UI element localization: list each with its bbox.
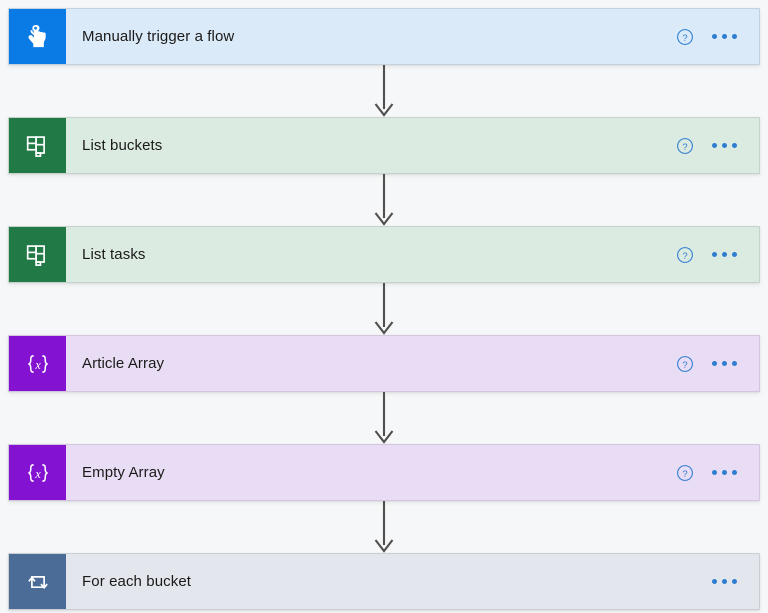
more-options-icon[interactable] <box>710 246 739 263</box>
svg-text:?: ? <box>682 141 687 152</box>
svg-text:?: ? <box>682 32 687 43</box>
connector-5 <box>369 501 399 553</box>
flow-step-card[interactable]: For each bucket <box>8 553 760 610</box>
flow-step-actions: ? <box>676 445 759 500</box>
flow-step-card[interactable]: x Empty Array ? <box>8 444 760 501</box>
flow-step-title: Article Array <box>82 355 165 372</box>
svg-text:?: ? <box>682 468 687 479</box>
svg-text:?: ? <box>682 250 687 261</box>
flow-step-actions: ? <box>676 227 759 282</box>
flow-step-title: Manually trigger a flow <box>82 28 235 45</box>
flow-step-actions <box>710 554 759 609</box>
connector-3 <box>369 283 399 335</box>
help-question-icon[interactable]: ? <box>676 246 694 264</box>
flow-step-card[interactable]: x Article Array ? <box>8 335 760 392</box>
connector-4 <box>369 392 399 444</box>
more-options-icon[interactable] <box>710 573 739 590</box>
loop-repeat-icon <box>9 554 66 609</box>
flow-step-title: List tasks <box>82 246 146 263</box>
more-options-icon[interactable] <box>710 355 739 372</box>
flow-step-actions: ? <box>676 9 759 64</box>
svg-text:x: x <box>34 466 41 480</box>
planner-board-icon <box>9 118 66 173</box>
flow-step-card[interactable]: List tasks ? <box>8 226 760 283</box>
flow-step-card[interactable]: List buckets ? <box>8 117 760 174</box>
variable-braces-icon: x <box>9 445 66 500</box>
flow-step-title: For each bucket <box>82 573 192 590</box>
flow-step-title: List buckets <box>82 137 163 154</box>
more-options-icon[interactable] <box>710 137 739 154</box>
flow-step-card[interactable]: Manually trigger a flow ? <box>8 8 760 65</box>
help-question-icon[interactable]: ? <box>676 464 694 482</box>
flow-step-title: Empty Array <box>82 464 165 481</box>
help-question-icon[interactable]: ? <box>676 28 694 46</box>
tap-hand-icon <box>9 9 66 64</box>
more-options-icon[interactable] <box>710 28 739 45</box>
connector-2 <box>369 174 399 226</box>
more-options-icon[interactable] <box>710 464 739 481</box>
variable-braces-icon: x <box>9 336 66 391</box>
flow-step-actions: ? <box>676 118 759 173</box>
connector-1 <box>369 65 399 117</box>
help-question-icon[interactable]: ? <box>676 355 694 373</box>
svg-text:?: ? <box>682 359 687 370</box>
svg-text:x: x <box>34 357 41 371</box>
flow-step-actions: ? <box>676 336 759 391</box>
help-question-icon[interactable]: ? <box>676 137 694 155</box>
planner-board-icon <box>9 227 66 282</box>
